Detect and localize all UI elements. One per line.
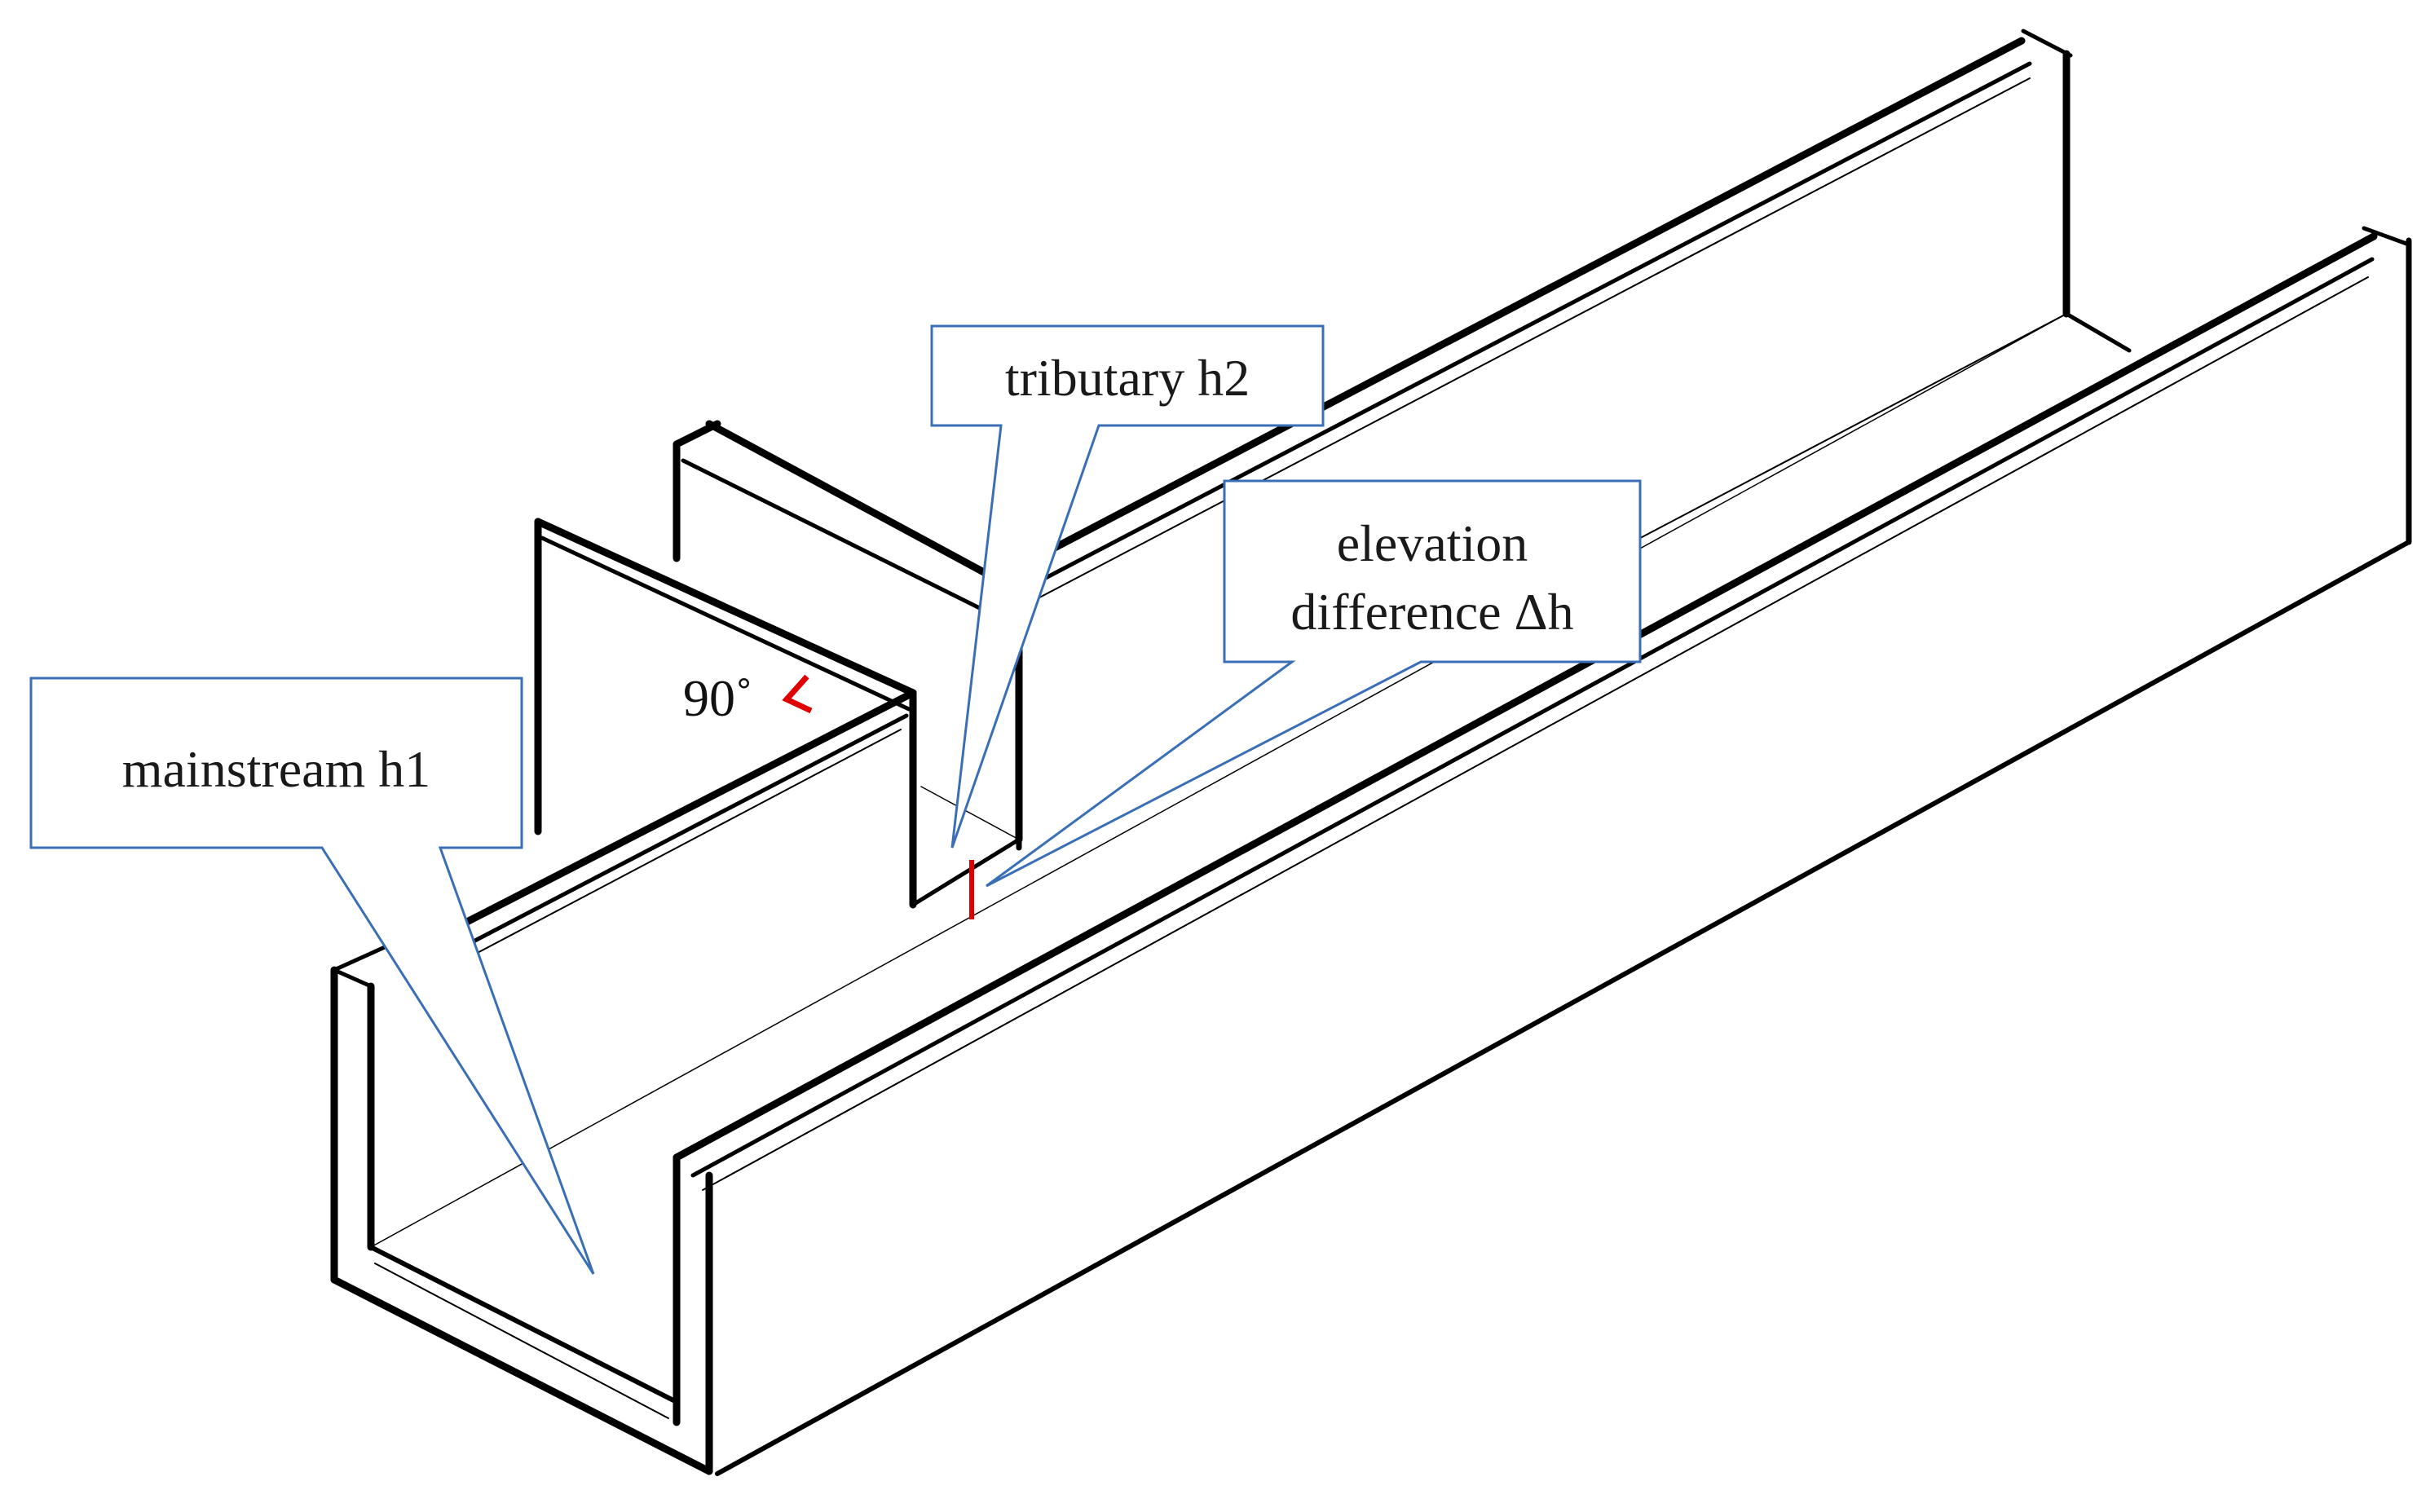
tributary-label: tributary h2 (1005, 349, 1250, 407)
tributary-callout (930, 324, 1325, 849)
channel-structure (330, 29, 2412, 1476)
markers (782, 674, 974, 919)
elevation-label-line2: difference Δh (1290, 583, 1573, 641)
right-angle-marker (782, 674, 813, 714)
mainstream-callout (29, 677, 595, 1275)
angle-label: 90˚ (683, 669, 752, 727)
tributary-channel (456, 420, 1027, 956)
elevation-callout (986, 479, 1642, 888)
mainstream-end-section (330, 313, 2067, 1475)
elevation-label-line1: elevation (1337, 514, 1528, 572)
callouts (29, 324, 1642, 1275)
mainstream-back-wall (1015, 29, 2132, 851)
mainstream-label: mainstream h1 (122, 740, 431, 798)
mainstream-front-wall (673, 226, 2412, 1476)
